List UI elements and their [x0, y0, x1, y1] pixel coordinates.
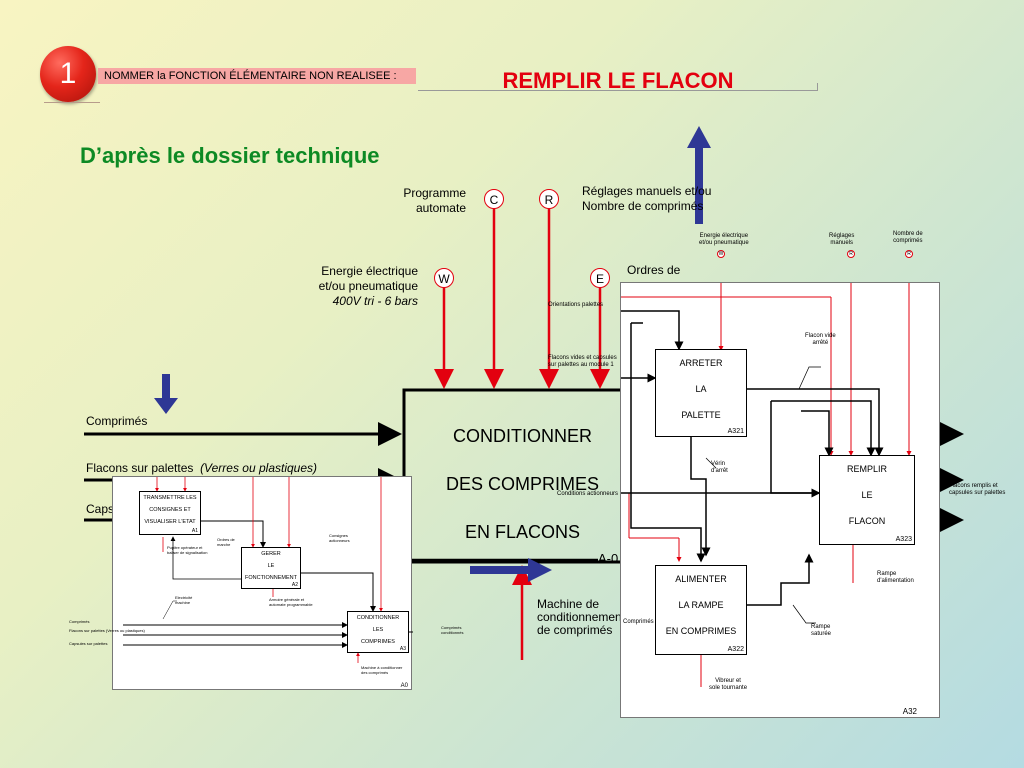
- conditions-actionneurs-label: Conditions actionneurs: [557, 491, 619, 497]
- blue-down-arrow-icon: [154, 374, 178, 414]
- control-e-circle: E: [590, 268, 610, 288]
- a0-panel-code: A0: [400, 683, 408, 689]
- step-number-badge: 1: [40, 46, 96, 102]
- answer-text: REMPLIR LE FLACON: [502, 68, 734, 93]
- input-flacons-label: Flacons sur palettes (Verres ou plastiqu…: [86, 461, 318, 475]
- subtitle: D’après le dossier technique: [80, 143, 380, 168]
- a32-w-circle: W: [717, 250, 725, 258]
- blue-up-arrow-icon: [687, 126, 711, 224]
- control-ordres-label: Ordres de: [627, 263, 681, 277]
- question-banner: NOMMER la FONCTION ÉLÉMENTAIRE NON REALI…: [98, 68, 416, 84]
- orientations-label: Orientations palettes: [548, 302, 604, 308]
- a32-r1-circle: R: [847, 250, 855, 258]
- a32-code: A32: [902, 707, 917, 716]
- control-c-circle: C: [484, 189, 504, 209]
- step-underline: [44, 102, 100, 103]
- input-comprimes-label: Comprimés: [86, 414, 148, 428]
- a0-panel-lines: [123, 477, 413, 663]
- control-r-circle: R: [539, 189, 559, 209]
- a0-input-capsules: Capsules sur palettes: [69, 641, 108, 646]
- answer-underline-end: [817, 83, 818, 91]
- a0-input-comprimes: Comprimés: [69, 619, 90, 624]
- a32-lines: [621, 283, 912, 687]
- input-caps-label: Caps: [86, 502, 115, 516]
- a32-comprimes-label: Comprimés: [623, 619, 654, 625]
- answer-underline: [418, 90, 818, 91]
- blue-right-arrow-icon: [470, 558, 552, 582]
- a0-input-flacons: Flacons sur palettes (Verres ou plastiqu…: [69, 628, 145, 633]
- a32-r2-circle: R: [905, 250, 913, 258]
- a0-code-label: A-0: [598, 551, 619, 566]
- control-w-circle: W: [434, 268, 454, 288]
